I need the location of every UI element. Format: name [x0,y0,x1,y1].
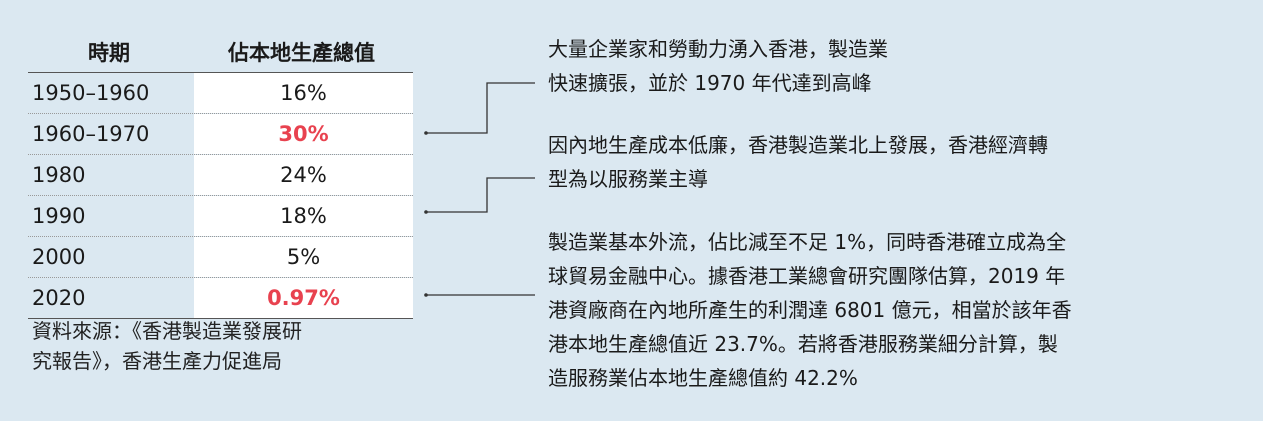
note-2: 因內地生產成本低廉，香港製造業北上發展，香港經濟轉 型為以服務業主導 [548,128,1048,196]
connector-dot [424,131,428,135]
value-cell: 16% [194,73,413,113]
header-gdp-share: 佔本地生產總值 [228,41,375,65]
note-line: 港本地生產總值近 23.7%。若將香港服務業細分計算，製 [548,332,1058,356]
note-line: 港資廠商在內地所產生的利潤達 6801 億元，相當於該年香 [548,298,1072,322]
note-line: 大量企業家和勞動力湧入香港，製造業 [548,37,888,61]
period-cell: 1950–1960 [32,81,150,105]
source-note: 資料來源：《香港製造業發展研 究報告》，香港生產力促進局 [32,316,302,376]
note-line: 球貿易金融中心。據香港工業總會研究團隊估算，2019 年 [548,264,1066,288]
period-cell: 1990 [32,204,86,228]
note-1: 大量企業家和勞動力湧入香港，製造業 快速擴張，並於 1970 年代達到高峰 [548,32,888,100]
table-row: 2000 5% [28,237,413,278]
note-line: 因內地生產成本低廉，香港製造業北上發展，香港經濟轉 [548,133,1048,157]
connector-dot [424,210,428,214]
period-cell: 1960–1970 [32,122,150,146]
period-cell: 2000 [32,245,86,269]
source-line: 資料來源：《香港製造業發展研 [32,319,302,343]
note-line: 型為以服務業主導 [548,167,708,191]
note-line: 造服務業佔本地生產總值約 42.2% [548,366,858,390]
table-row: 1980 24% [28,155,413,196]
connector-dot [424,293,428,297]
connector-2 [426,177,535,213]
value-cell: 5% [194,237,413,277]
connector-1 [426,82,535,134]
table-row: 2020 0.97% [28,278,413,319]
table-header: 時期 佔本地生產總值 [28,32,413,73]
value-cell: 18% [194,196,413,236]
note-3: 製造業基本外流，佔比減至不足 1%，同時香港確立成為全 球貿易金融中心。據香港工… [548,225,1072,395]
value-cell: 24% [194,155,413,195]
gdp-share-table: 時期 佔本地生產總值 1950–1960 16% 1960–1970 30% 1980 2… [28,32,413,319]
note-line: 快速擴張，並於 1970 年代達到高峰 [548,71,872,95]
period-cell: 2020 [32,286,86,310]
table-row: 1990 18% [28,196,413,237]
table-row: 1960–1970 30% [28,114,413,155]
value-cell: 30% [194,114,413,154]
header-period: 時期 [88,41,130,65]
source-line: 究報告》，香港生產力促進局 [32,349,282,373]
period-cell: 1980 [32,163,86,187]
table-row: 1950–1960 16% [28,73,413,114]
value-cell: 0.97% [194,278,413,318]
note-line: 製造業基本外流，佔比減至不足 1%，同時香港確立成為全 [548,230,1067,254]
